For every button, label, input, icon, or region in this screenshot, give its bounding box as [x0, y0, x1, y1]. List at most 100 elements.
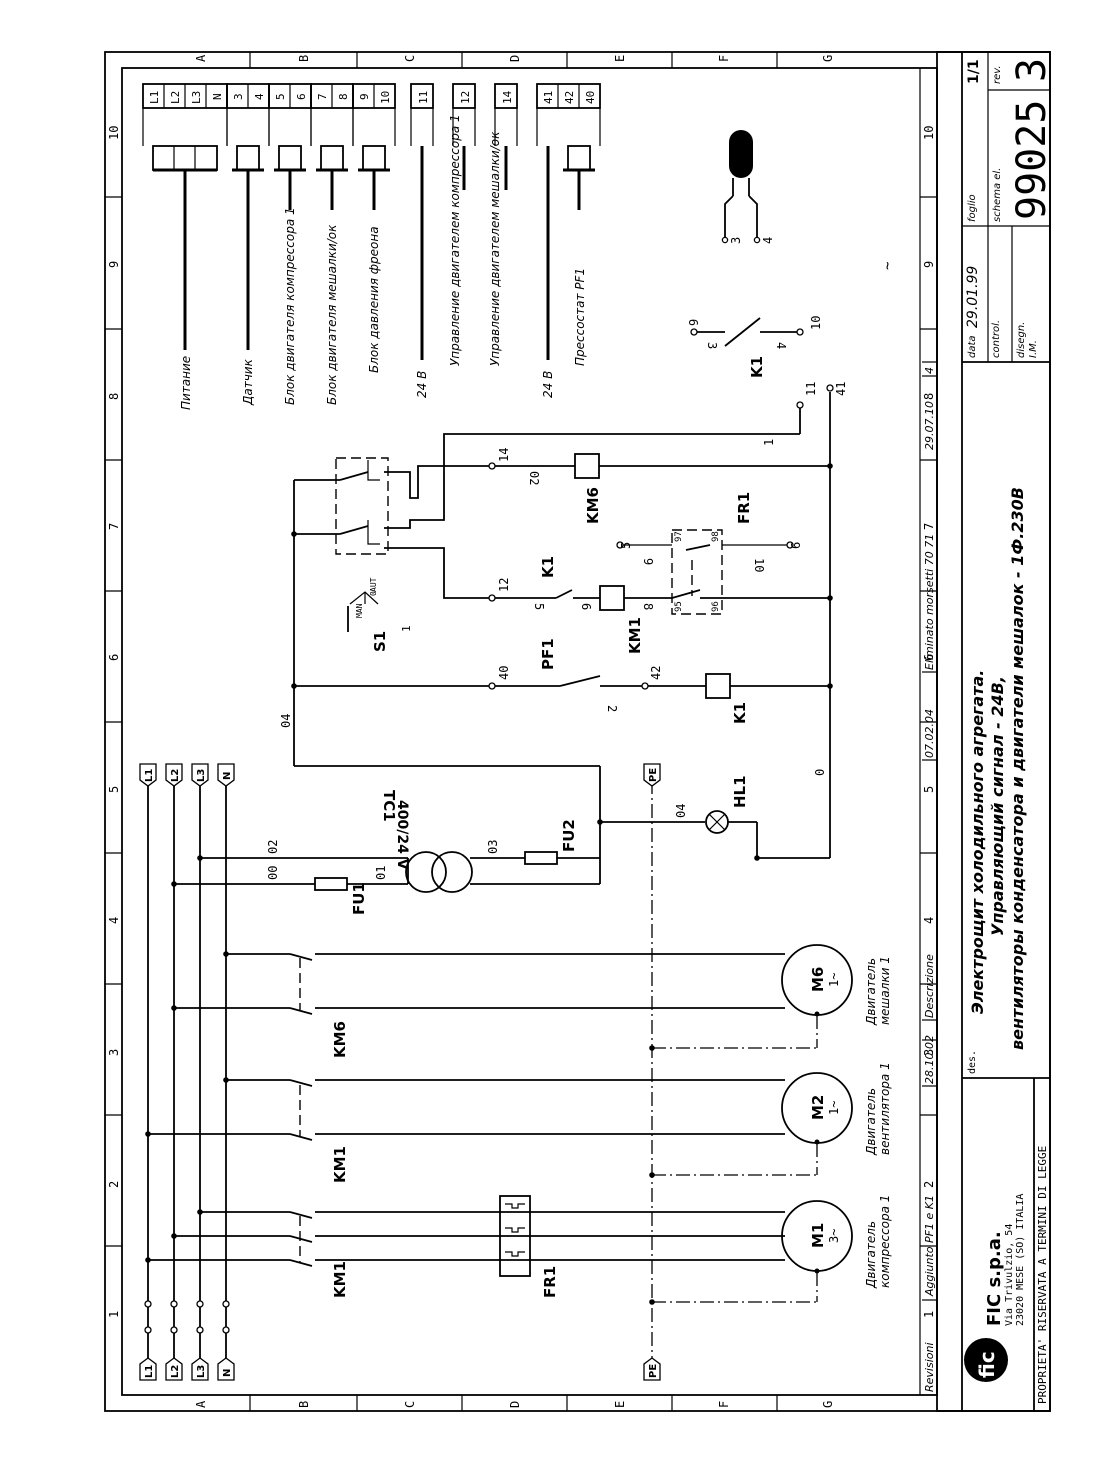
s1-man: MAN — [355, 603, 364, 618]
terminal-number: L3 — [190, 91, 203, 104]
m2-desc: вентилятора 1 — [878, 1062, 892, 1155]
wire-01: 01 — [374, 866, 388, 880]
k1-contact-4: 4 — [774, 342, 788, 349]
label-mixer-block: Блок двигателя мешалки/ок — [325, 224, 339, 405]
bus-label-l3: L3 — [196, 1365, 207, 1378]
bus-label-n: N — [222, 772, 233, 780]
k1-contact-3: 3 — [705, 342, 719, 349]
probe-terminal-3: 3 — [729, 237, 743, 244]
label-k1-detail: K1 — [748, 356, 766, 378]
label-km1-coil: KM1 — [626, 617, 644, 654]
revision-3: Eliminato morsetti 70 71 — [923, 534, 936, 670]
col-num: 3 — [922, 1049, 936, 1056]
label-fr1: FR1 — [541, 1266, 559, 1298]
label-k1-coil: K1 — [731, 702, 749, 724]
grid-ticks — [105, 52, 937, 1411]
bus-label-pe: PE — [648, 768, 659, 782]
foglio-label: foglio — [967, 194, 978, 222]
power-buses — [147, 780, 653, 1360]
row-letter: D — [508, 55, 522, 62]
row-letters-bottom: A B C D E F G — [194, 1400, 835, 1408]
bus-label-l1: L1 — [144, 769, 155, 782]
label-ctl-compressor: Управление двигателем компрессора 1 — [448, 114, 462, 366]
title-block: fic — [961, 52, 1050, 1411]
control-label: control. — [991, 320, 1002, 358]
schema-number: 99025 — [1009, 100, 1055, 220]
terminal-number: 3 — [232, 93, 245, 100]
wire-03: 03 — [486, 840, 500, 854]
col-num: 6 — [107, 654, 121, 661]
label-hl1: HL1 — [731, 775, 749, 808]
data-value: 29.01.99 — [965, 266, 981, 328]
terminal-number: 7 — [316, 93, 329, 100]
label-km6: KM6 — [331, 1021, 349, 1058]
transformer-circuit — [171, 765, 830, 893]
company-city: 23020 MESE (SO) ITALIA — [1015, 1194, 1026, 1326]
col-num: 6 — [922, 654, 936, 661]
terminal-number: 14 — [501, 90, 514, 104]
revisions-header: Revisioni — [923, 1342, 936, 1392]
bus-flags-top: L1 L2 L3 N PE — [139, 763, 661, 787]
terminal-number: 12 — [459, 91, 472, 104]
m6-desc: мешалки 1 — [878, 956, 892, 1025]
wire-12: 12 — [497, 578, 511, 592]
m1-desc: компрессора 1 — [878, 1195, 892, 1288]
contact-97: 97 — [674, 531, 684, 542]
terminal-6: 6 — [789, 542, 803, 549]
terminal-number: 8 — [337, 93, 350, 100]
label-pressostat: Прессостат PF1 — [573, 268, 587, 366]
label-tc1: TC1 — [380, 790, 398, 822]
label-km1: KM1 — [331, 1261, 349, 1298]
revision-date: 07.02.04 — [923, 709, 936, 758]
label-km6-coil: KM6 — [584, 487, 602, 524]
wire-04: 04 — [279, 714, 293, 728]
terminal-number: L2 — [169, 91, 182, 104]
row-letter: A — [194, 1400, 208, 1408]
label-s1: S1 — [371, 631, 389, 652]
terminal-5: 5 — [619, 542, 633, 549]
col-num: 10 — [107, 126, 121, 140]
motor-m6-circuit — [171, 944, 853, 1051]
label-tc1-ratio: 400/24 V — [394, 800, 410, 870]
row-letter: B — [297, 1401, 311, 1408]
control-circuit — [291, 130, 834, 858]
motor-m1: M1 — [809, 1223, 827, 1248]
col-num: 9 — [922, 261, 936, 268]
des-label: des. — [967, 1050, 978, 1074]
s1-aut: AUT — [369, 577, 378, 592]
disegn-value: I.M. — [1028, 340, 1039, 358]
col-num: 2 — [107, 1181, 121, 1188]
label-24v-2: 24 В — [541, 371, 555, 398]
revision-date: 29.07.10 — [923, 401, 936, 450]
row-letter: D — [508, 1401, 522, 1408]
terminal-number: 11 — [417, 91, 430, 104]
wire-8: 8 — [641, 603, 655, 610]
bus-label-n: N — [222, 1369, 233, 1377]
row-letter: G — [821, 1401, 835, 1408]
terminal-11: 11 — [804, 382, 818, 396]
label-24v: 24 В — [415, 371, 429, 398]
terminal-number: L1 — [148, 91, 161, 104]
terminal-number: 40 — [584, 91, 597, 104]
label-sensor: Датчик — [241, 358, 255, 406]
col-num: 9 — [107, 261, 121, 268]
row-letter: F — [717, 1401, 731, 1408]
revision-desc: Descrizione — [923, 954, 936, 1018]
label-fr1-ctl: FR1 — [735, 492, 753, 524]
motor-m6: M6 — [809, 967, 827, 992]
terminal-number: 10 — [379, 91, 392, 104]
row-letter: B — [297, 55, 311, 62]
label-pf1: PF1 — [539, 638, 557, 670]
label-compressor-block: Блок двигателя компрессора 1 — [283, 207, 297, 405]
terminal-strip — [142, 83, 601, 360]
col-num: 8 — [107, 393, 121, 400]
terminal-number: 41 — [542, 91, 555, 104]
drawing-title-line2: Управляющий сигнал - 24В, — [988, 676, 1007, 936]
k1-terminal-10: 10 — [809, 316, 823, 330]
label-k1-contact: K1 — [539, 556, 557, 578]
revision-num: 4 — [923, 367, 936, 374]
revision-strip — [922, 361, 937, 1301]
wire-1: 1 — [762, 439, 776, 446]
m6-desc: Двигатель — [864, 958, 878, 1026]
